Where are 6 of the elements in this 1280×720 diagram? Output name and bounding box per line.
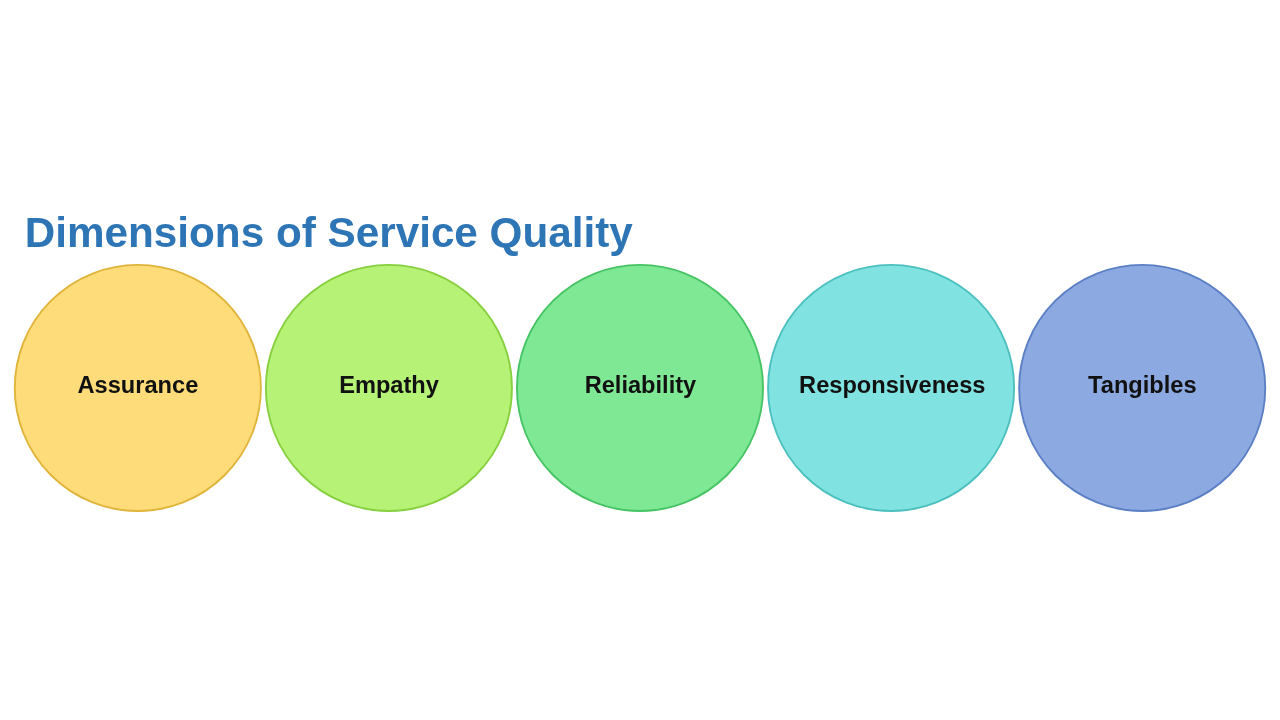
node-circle: Assurance — [13, 264, 262, 512]
node-circle: Responsiveness — [767, 264, 1016, 512]
node-circle: Empathy — [264, 264, 513, 512]
node-circle: Reliability — [516, 264, 764, 512]
diagram-title: Dimensions of Service Quality — [24, 208, 633, 256]
node-circle: Tangibles — [1018, 264, 1267, 512]
